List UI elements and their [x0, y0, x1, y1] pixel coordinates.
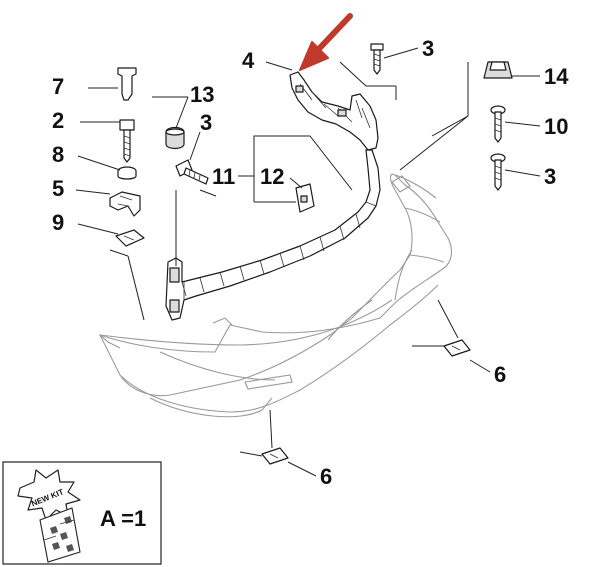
- tapping-screw: [175, 159, 209, 185]
- kit-parts-icon: [39, 507, 81, 563]
- leader-lines: [75, 47, 541, 477]
- callout-6: 6: [494, 362, 506, 387]
- callout-3: 3: [200, 110, 212, 135]
- callout-14: 14: [544, 64, 569, 89]
- hex-bolt: [119, 119, 135, 163]
- callout-10: 10: [544, 114, 568, 139]
- callout-3: 3: [422, 36, 434, 61]
- speed-nut-plate: [115, 229, 145, 247]
- callout-3: 3: [544, 164, 556, 189]
- callout-8: 8: [52, 142, 64, 167]
- hex-screw: [490, 105, 506, 143]
- new-kit-badge: NEW KIT: [17, 469, 81, 521]
- rubber-grommet: [165, 126, 185, 150]
- callout-4: 4: [242, 48, 255, 73]
- callout-5: 5: [52, 176, 64, 201]
- adhesive-pad: [443, 339, 471, 357]
- callout-2: 2: [52, 108, 64, 133]
- retaining-clip: [109, 191, 141, 217]
- clip-nut: [483, 61, 513, 79]
- rear-bumper: [98, 173, 453, 418]
- tapping-screw: [370, 43, 384, 75]
- callout-labels: 7 2 8 5 9 13 3 11 12 4 3 14 10 3 6 6: [52, 36, 569, 489]
- callout-9: 9: [52, 210, 64, 235]
- push-rivet: [117, 67, 137, 101]
- side-bracket: [289, 71, 379, 151]
- callout-7: 7: [52, 74, 64, 99]
- kit-inset: NEW KIT A =1: [2, 461, 162, 565]
- callout-6: 6: [320, 464, 332, 489]
- quantity-equation: A =1: [100, 506, 146, 531]
- highlight-arrow: [299, 13, 353, 71]
- callout-12: 12: [260, 164, 284, 189]
- flange-nut: [117, 166, 137, 180]
- small-bracket: [295, 183, 315, 213]
- tapping-screw: [490, 153, 506, 191]
- reinforcement-beam: [165, 149, 381, 321]
- callout-11: 11: [212, 164, 235, 189]
- adhesive-pad: [261, 447, 289, 465]
- callout-13: 13: [190, 82, 214, 107]
